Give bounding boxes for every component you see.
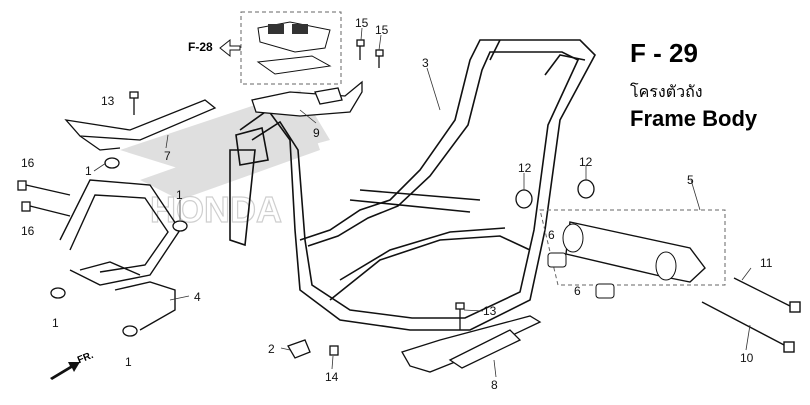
diagram-code: F - 29	[630, 38, 698, 68]
callout-10: 10	[740, 351, 754, 365]
diagram-title-english: Frame Body	[630, 106, 758, 131]
bolt-16	[17, 180, 71, 217]
callout-1: 1	[52, 316, 59, 330]
callout-12: 12	[518, 161, 532, 175]
callout-1: 1	[85, 164, 92, 178]
left-bracket	[64, 99, 217, 151]
reference-box	[240, 11, 342, 85]
callout-16: 16	[21, 156, 35, 170]
leader-lines	[93, 27, 752, 378]
callout-1: 1	[176, 188, 183, 202]
collar-12	[515, 179, 595, 209]
callout-15: 15	[375, 23, 389, 37]
reference-arrow-icon	[219, 38, 241, 58]
reference-label: F-28	[188, 40, 213, 54]
callout-5: 5	[687, 173, 694, 187]
callout-13: 13	[483, 304, 497, 318]
main-frame	[229, 39, 596, 331]
callout-12: 12	[579, 155, 593, 169]
callout-1: 1	[125, 355, 132, 369]
callout-8: 8	[491, 378, 498, 392]
engine-mount-group	[539, 209, 726, 299]
callout-11: 11	[760, 256, 773, 270]
watermark-text: HONDA	[150, 189, 282, 230]
callout-6: 6	[548, 228, 555, 242]
callout-6: 6	[574, 284, 581, 298]
callout-7: 7	[164, 149, 171, 163]
clip-2	[287, 339, 339, 359]
callout-16: 16	[21, 224, 35, 238]
callout-13: 13	[101, 94, 115, 108]
bolt-13-15	[129, 39, 465, 330]
callout-14: 14	[325, 370, 339, 384]
step-bracket	[251, 80, 363, 117]
bushing-1	[50, 157, 188, 337]
callout-9: 9	[313, 126, 320, 140]
floor-bracket	[401, 315, 542, 373]
diagram-title-thai: โครงตัวถัง	[630, 82, 703, 101]
callout-2: 2	[268, 342, 275, 356]
callout-3: 3	[422, 56, 429, 70]
callout-15: 15	[355, 16, 369, 30]
engine-hanger	[59, 179, 181, 331]
front-arrow-icon	[50, 362, 80, 380]
long-bolts	[701, 277, 801, 353]
callout-4: 4	[194, 290, 201, 304]
